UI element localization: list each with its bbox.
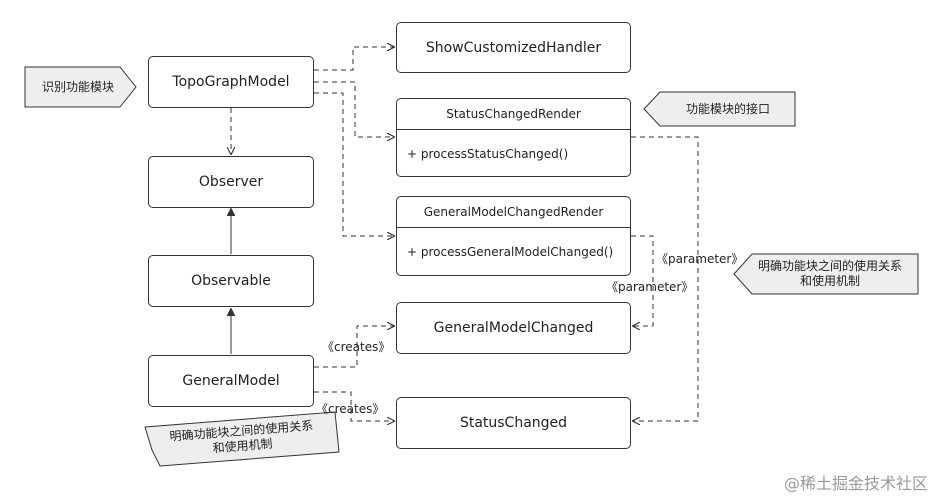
node-label: GeneralModelChanged [433, 320, 594, 336]
node-label: StatusChanged [459, 415, 568, 431]
note-line: 明确功能块之间的使用关系 [757, 259, 902, 273]
note-usage-relation-right: 明确功能块之间的使用关系 和使用机制 [750, 259, 910, 289]
edge-label-parameter: 《parameter》 [606, 280, 694, 294]
edge-label-creates: 《creates》 [322, 340, 391, 354]
node-label: ShowCustomizedHandler [425, 39, 602, 56]
edge-gmrender-to-gmchanged [631, 235, 654, 326]
class-method: + processGeneralModelChanged() [407, 245, 614, 259]
class-title: StatusChangedRender [397, 99, 630, 130]
edge-general-to-statuschanged [314, 391, 394, 421]
note-identify-shape [24, 66, 137, 108]
note-usage-right-shape [733, 253, 919, 295]
note-usage-bottom-shape [144, 411, 340, 467]
node-observer[interactable]: Observer [148, 156, 314, 208]
node-status-changed[interactable]: StatusChanged [396, 397, 631, 449]
class-method: + processStatusChanged() [407, 146, 569, 161]
note-line: 和使用机制 [799, 274, 860, 288]
node-observable[interactable]: Observable [148, 255, 314, 307]
watermark: @稀土掘金技术社区 [783, 474, 928, 493]
edge-label-parameter: 《parameter》 [656, 252, 744, 266]
edge-general-to-gmchanged [314, 326, 394, 368]
class-general-model-changed-render[interactable]: GeneralModelChangedRender + processGener… [396, 196, 631, 276]
edge-label-creates: 《creates》 [316, 402, 385, 416]
note-interface-shape [643, 91, 796, 127]
node-general-model[interactable]: GeneralModel [148, 355, 314, 407]
class-title: GeneralModelChangedRender [397, 197, 630, 228]
note-module-interface: 功能模块的接口 [685, 102, 770, 116]
edge-srender-to-statuschanged [631, 136, 699, 421]
node-topo-graph-model[interactable]: TopoGraphModel [148, 56, 314, 108]
note-identify-modules: 识别功能模块 [41, 80, 114, 94]
node-label: Observer [198, 174, 264, 190]
node-label: GeneralModel [182, 373, 280, 389]
node-show-customized-handler[interactable]: ShowCustomizedHandler [396, 22, 631, 73]
edge-topo-to-general-render [314, 92, 394, 236]
node-label: TopoGraphModel [172, 74, 290, 90]
class-status-changed-render[interactable]: StatusChangedRender + processStatusChang… [396, 98, 631, 177]
node-general-model-changed[interactable]: GeneralModelChanged [396, 302, 631, 354]
node-label: Observable [191, 273, 271, 289]
edge-topo-to-status-render [314, 81, 394, 137]
edge-topo-to-show [314, 47, 394, 71]
